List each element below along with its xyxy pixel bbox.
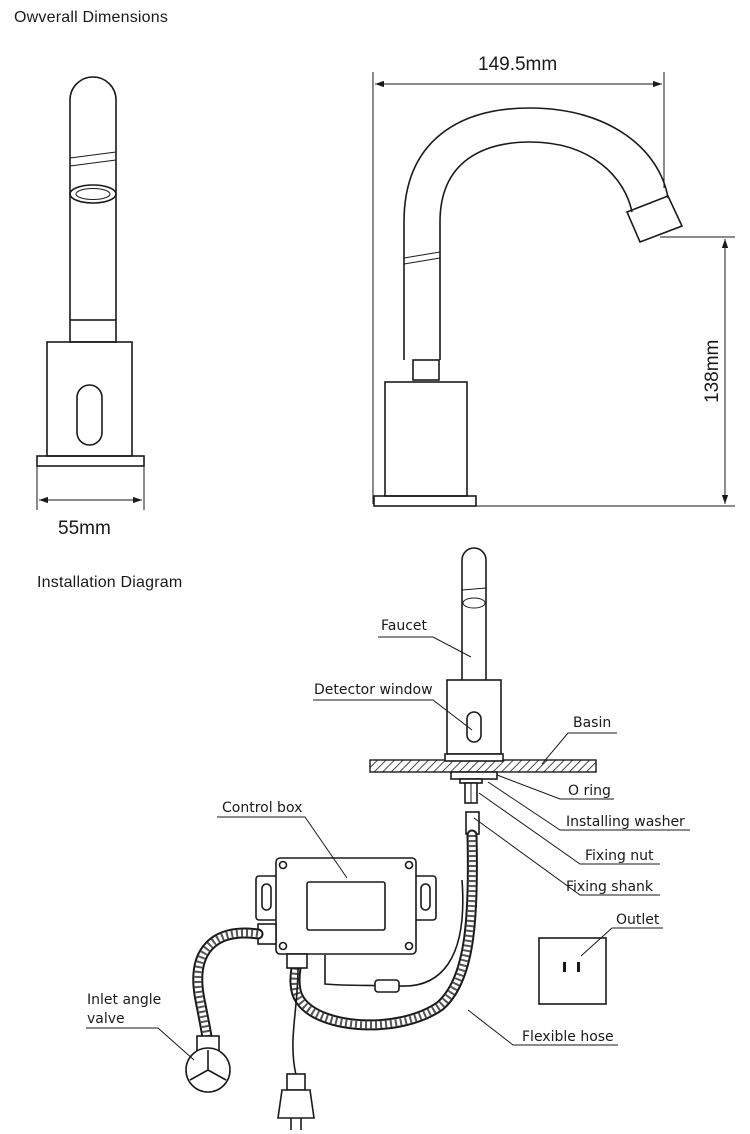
faucet-front-view: 55mm: [36, 76, 145, 539]
control-box-panel: [306, 881, 386, 931]
label-o-ring: O ring: [568, 783, 611, 799]
plug-body: [286, 1073, 306, 1091]
installation-diagram-title: Installation Diagram: [37, 574, 183, 591]
side-collar: [412, 359, 440, 381]
faucet-leader: [378, 636, 472, 658]
fixing-nut-leader: [478, 792, 660, 865]
label-valve: valve: [87, 1011, 125, 1027]
label-control-box: Control box: [222, 800, 302, 816]
outlet-fitting: [286, 953, 308, 969]
valve-leader: [86, 1027, 195, 1061]
side-spout-tip: [625, 194, 684, 244]
label-basin: Basin: [573, 715, 611, 731]
detector-window: [466, 711, 482, 743]
label-fixing-nut: Fixing nut: [585, 848, 654, 864]
side-base-plate: [373, 495, 477, 507]
detector-leader: [313, 699, 473, 731]
front-aerator: [69, 184, 117, 204]
base-dimension-label: 55mm: [58, 518, 111, 539]
front-collar: [69, 319, 117, 343]
o-ring-leader: [496, 774, 614, 800]
label-installing-washer: Installing washer: [566, 814, 685, 830]
overall-dimensions-title: Owverall Dimensions: [14, 9, 169, 26]
cable-connector: [374, 979, 400, 993]
side-spout-inner: [439, 141, 633, 360]
installation-diagram: Faucet Detector window Basin O ring Inst…: [86, 547, 690, 1130]
side-sensor-body: [384, 381, 468, 497]
hose-leader: [467, 1009, 618, 1046]
power-cord: [292, 967, 299, 1076]
basin-leader: [541, 732, 617, 765]
width-dimension-label: 149.5mm: [478, 54, 557, 75]
control-box-leader: [217, 816, 348, 879]
front-sensor-body: [46, 341, 133, 457]
outlet-leader: [580, 927, 663, 957]
faucet-side-view: 149.5mm 138mm: [372, 54, 735, 507]
fixing-shank-leader: [473, 817, 660, 896]
label-detector-window: Detector window: [314, 682, 433, 698]
faucet-base: [444, 753, 504, 762]
front-base-plate: [36, 455, 145, 467]
label-fixing-shank: Fixing shank: [566, 879, 654, 895]
front-spout: [69, 76, 117, 320]
faucet-spout: [461, 547, 487, 680]
height-dimension-label: 138mm: [702, 340, 723, 403]
label-outlet: Outlet: [616, 912, 660, 928]
o-ring-washer: [450, 771, 498, 780]
front-detector-window: [76, 384, 103, 446]
sensor-cable: [324, 879, 464, 987]
washer-leader: [487, 781, 690, 831]
wall-outlet: [538, 937, 607, 1005]
side-spout-outer: [403, 107, 669, 360]
power-plug: [277, 1089, 315, 1119]
label-faucet: Faucet: [381, 618, 428, 634]
label-inlet-angle: Inlet angle: [87, 992, 161, 1008]
label-flexible-hose: Flexible hose: [522, 1029, 614, 1045]
